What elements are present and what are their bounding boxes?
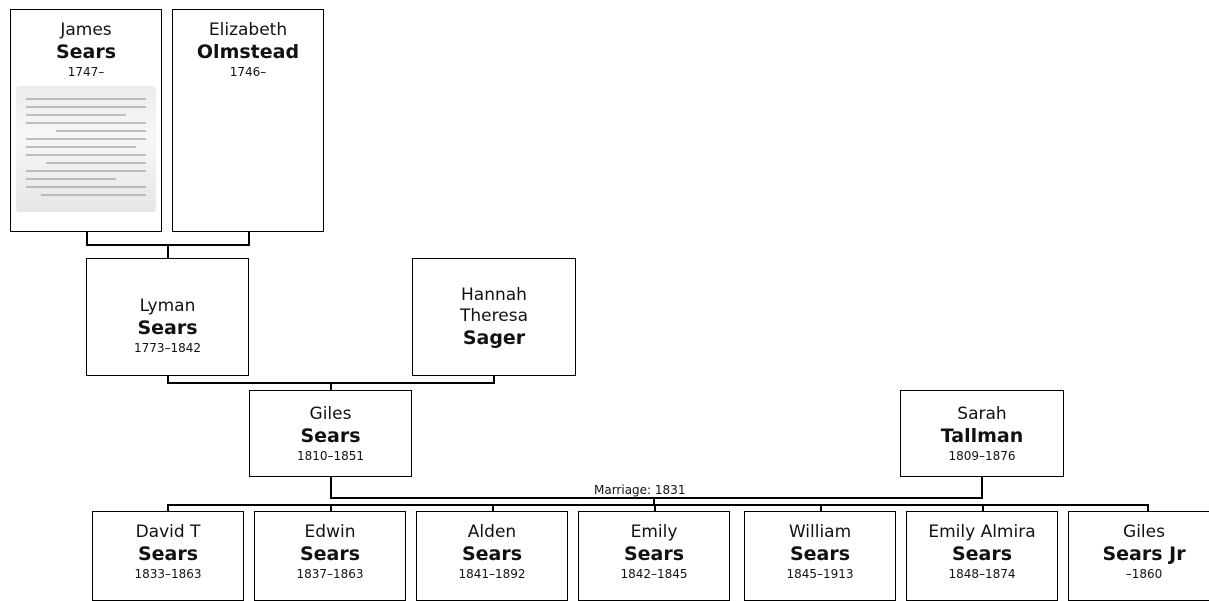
- child-card[interactable]: Emily Almira Sears 1848–1874: [906, 511, 1058, 601]
- connector: [653, 497, 655, 505]
- surname: Sears: [623, 543, 685, 565]
- given-name: Lyman: [139, 296, 196, 316]
- connector: [167, 375, 169, 383]
- given-name: Alden: [467, 522, 517, 542]
- person-card-elizabeth-olmstead[interactable]: Elizabeth Olmstead 1746–: [172, 9, 324, 232]
- surname: Sears: [137, 543, 199, 565]
- life-dates: 1810–1851: [296, 448, 365, 463]
- surname: Sears: [951, 543, 1013, 565]
- connector: [248, 231, 250, 245]
- surname: Sears: [137, 317, 198, 339]
- connector: [167, 244, 169, 259]
- person-card-giles-sears[interactable]: Giles Sears 1810–1851: [249, 390, 412, 477]
- given-name: Giles: [309, 403, 352, 424]
- connector: [654, 504, 656, 512]
- life-dates: 1746–: [229, 65, 267, 79]
- person-card-hannah-sager[interactable]: Hannah Theresa Sager: [412, 258, 576, 376]
- surname: Tallman: [940, 424, 1024, 447]
- life-dates: 1833–1863: [134, 567, 202, 581]
- given-name: Elizabeth: [208, 20, 288, 40]
- connector: [820, 504, 822, 512]
- given-name: Hannah Theresa: [460, 285, 528, 326]
- connector: [1147, 504, 1149, 512]
- connector: [981, 476, 983, 498]
- life-dates: 1848–1874: [948, 567, 1016, 581]
- life-dates: 1809–1876: [948, 448, 1016, 463]
- life-dates: 1773–1842: [133, 341, 202, 355]
- given-name: William: [788, 522, 852, 542]
- life-dates: 1837–1863: [296, 567, 364, 581]
- life-dates: 1841–1892: [458, 567, 526, 581]
- child-card[interactable]: Edwin Sears 1837–1863: [254, 511, 406, 601]
- child-card[interactable]: Emily Sears 1842–1845: [578, 511, 730, 601]
- document-thumbnail[interactable]: [16, 86, 156, 212]
- given-name: James: [60, 20, 112, 40]
- connector: [330, 382, 332, 391]
- person-card-lyman-sears[interactable]: Lyman Sears 1773–1842: [86, 258, 249, 376]
- connector: [492, 504, 494, 512]
- child-card[interactable]: Alden Sears 1841–1892: [416, 511, 568, 601]
- connector: [86, 231, 88, 245]
- child-card[interactable]: William Sears 1845–1913: [744, 511, 896, 601]
- life-dates: 1845–1913: [786, 567, 854, 581]
- life-dates: –1860: [1125, 567, 1163, 581]
- surname: Sager: [462, 327, 526, 349]
- surname: Sears Jr: [1102, 543, 1186, 565]
- connector: [330, 497, 983, 499]
- child-card[interactable]: Giles Sears Jr –1860: [1068, 511, 1209, 601]
- surname: Sears: [299, 543, 361, 565]
- child-card[interactable]: David T Sears 1833–1863: [92, 511, 244, 601]
- connector: [167, 504, 169, 512]
- surname: Olmstead: [196, 41, 300, 63]
- surname: Sears: [461, 543, 523, 565]
- given-name: Emily Almira: [928, 522, 1036, 542]
- given-name: David T: [135, 522, 201, 542]
- given-name: Edwin: [304, 522, 356, 542]
- given-name: Emily: [630, 522, 678, 542]
- marriage-label: Marriage: 1831: [590, 483, 690, 497]
- connector: [982, 504, 984, 512]
- life-dates: 1747–: [67, 65, 105, 79]
- person-card-sarah-tallman[interactable]: Sarah Tallman 1809–1876: [900, 390, 1064, 477]
- life-dates: 1842–1845: [620, 567, 688, 581]
- surname: Sears: [55, 41, 117, 63]
- connector: [330, 504, 332, 512]
- connector: [493, 375, 495, 383]
- given-name: Sarah: [957, 403, 1007, 424]
- surname: Sears: [789, 543, 851, 565]
- connector: [167, 504, 1149, 506]
- given-name: Giles: [1123, 522, 1165, 542]
- person-card-james-sears[interactable]: James Sears 1747–: [10, 9, 162, 232]
- surname: Sears: [300, 424, 361, 447]
- connector: [330, 476, 332, 498]
